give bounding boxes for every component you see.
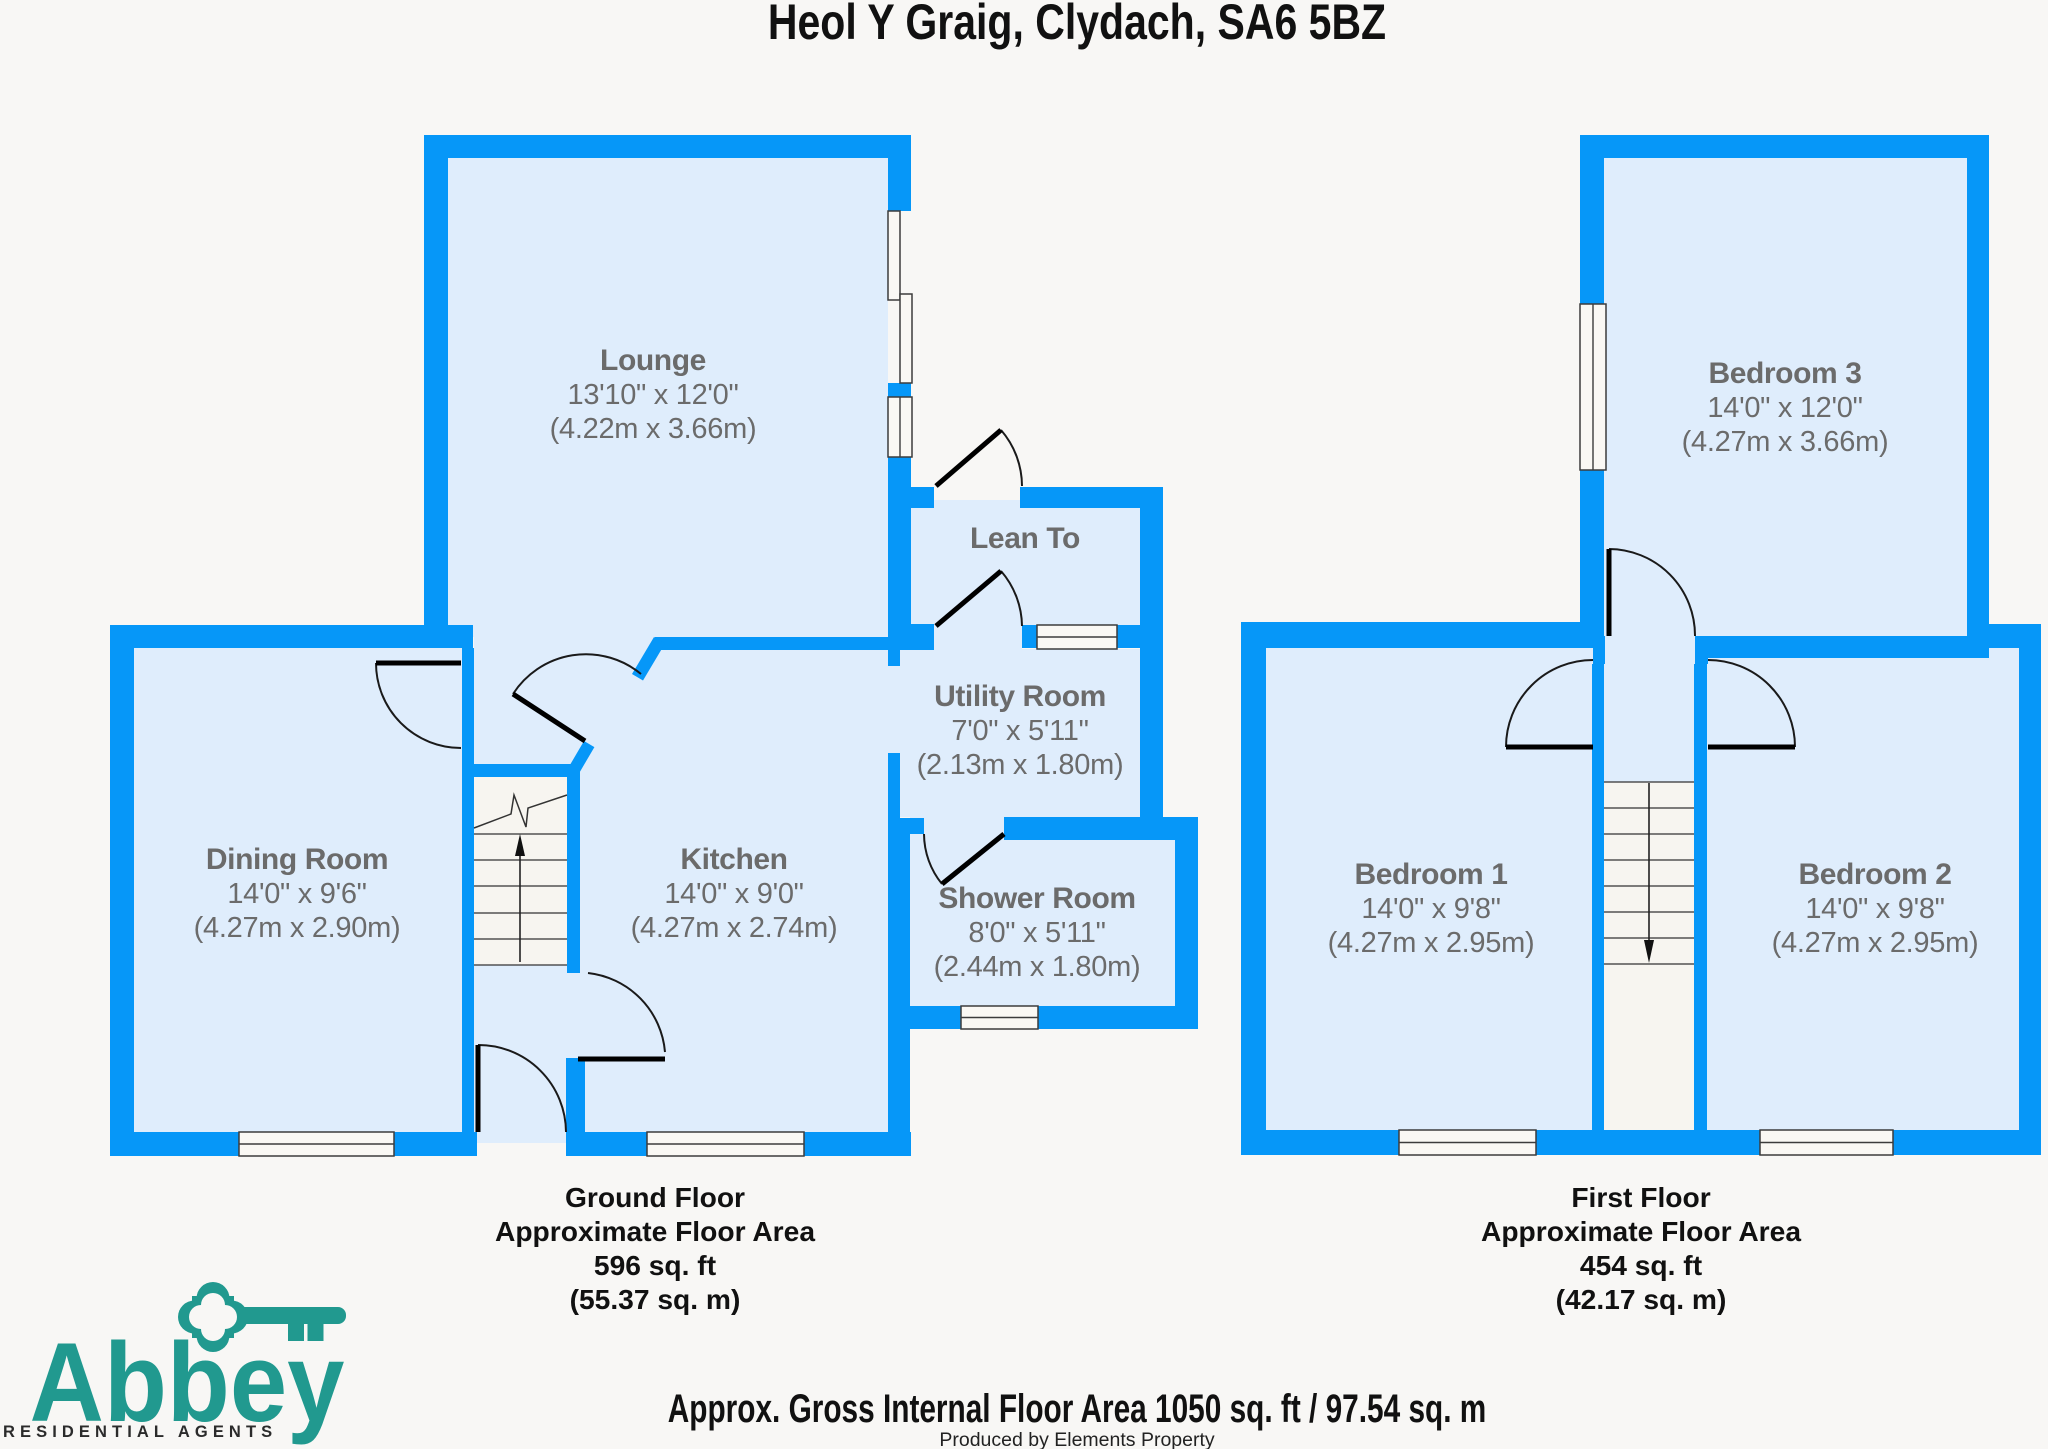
svg-text:14'0" x 12'0": 14'0" x 12'0" <box>1707 392 1862 424</box>
svg-text:Kitchen: Kitchen <box>680 843 787 876</box>
svg-text:Bedroom 2: Bedroom 2 <box>1798 858 1951 891</box>
svg-text:Ground Floor: Ground Floor <box>565 1181 745 1213</box>
svg-text:(4.22m x 3.66m): (4.22m x 3.66m) <box>550 413 757 445</box>
svg-text:13'10" x 12'0": 13'10" x 12'0" <box>568 379 739 411</box>
svg-text:14'0" x 9'6": 14'0" x 9'6" <box>227 878 366 910</box>
svg-text:Abbey: Abbey <box>30 1320 345 1445</box>
svg-text:(4.27m x 2.74m): (4.27m x 2.74m) <box>631 912 838 944</box>
svg-text:Shower Room: Shower Room <box>938 882 1135 915</box>
svg-text:Bedroom 1: Bedroom 1 <box>1354 858 1507 891</box>
svg-text:(2.44m x 1.80m): (2.44m x 1.80m) <box>934 951 1141 983</box>
svg-text:Utility Room: Utility Room <box>934 680 1106 713</box>
svg-text:Approx. Gross Internal Floor A: Approx. Gross Internal Floor Area 1050 s… <box>668 1387 1487 1431</box>
svg-text:(2.13m x 1.80m): (2.13m x 1.80m) <box>917 749 1124 781</box>
svg-text:8'0" x 5'11": 8'0" x 5'11" <box>968 917 1105 949</box>
svg-text:Produced by Elements Property: Produced by Elements Property <box>939 1429 1215 1449</box>
svg-text:Heol Y Graig, Clydach, SA6 5BZ: Heol Y Graig, Clydach, SA6 5BZ <box>768 0 1386 50</box>
svg-text:(55.37 sq. m): (55.37 sq. m) <box>570 1283 741 1315</box>
svg-text:14'0" x 9'0": 14'0" x 9'0" <box>664 878 803 910</box>
svg-text:596 sq. ft: 596 sq. ft <box>594 1249 717 1281</box>
svg-text:(4.27m x 2.95m): (4.27m x 2.95m) <box>1772 927 1979 959</box>
svg-text:(42.17 sq. m): (42.17 sq. m) <box>1556 1283 1727 1315</box>
svg-text:(4.27m x 3.66m): (4.27m x 3.66m) <box>1682 426 1889 458</box>
svg-text:Dining Room: Dining Room <box>206 843 388 876</box>
svg-text:Lean To: Lean To <box>970 522 1080 555</box>
svg-text:Approximate Floor Area: Approximate Floor Area <box>1481 1215 1801 1247</box>
svg-text:14'0" x 9'8": 14'0" x 9'8" <box>1805 893 1944 925</box>
svg-text:Bedroom 3: Bedroom 3 <box>1708 357 1861 390</box>
svg-text:RESIDENTIAL AGENTS: RESIDENTIAL AGENTS <box>3 1423 277 1441</box>
svg-text:First Floor: First Floor <box>1571 1181 1710 1213</box>
svg-text:(4.27m x 2.90m): (4.27m x 2.90m) <box>194 912 401 944</box>
svg-text:Lounge: Lounge <box>600 344 706 377</box>
svg-text:14'0" x 9'8": 14'0" x 9'8" <box>1361 893 1500 925</box>
svg-text:Approximate Floor Area: Approximate Floor Area <box>495 1215 815 1247</box>
svg-text:(4.27m x 2.95m): (4.27m x 2.95m) <box>1328 927 1535 959</box>
svg-text:454 sq. ft: 454 sq. ft <box>1580 1249 1703 1281</box>
svg-text:7'0" x 5'11": 7'0" x 5'11" <box>951 715 1088 747</box>
